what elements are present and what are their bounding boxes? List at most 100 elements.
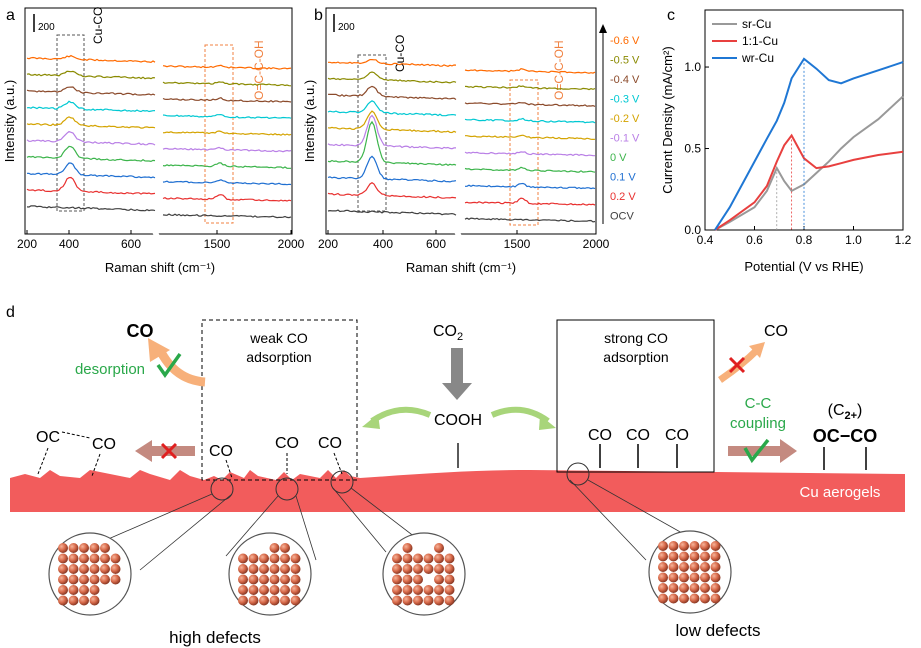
c-legend-label-1: 1:1-Cu (742, 34, 778, 48)
cu-atom (238, 585, 248, 595)
spectrum-left-1 (327, 71, 457, 84)
cooh-to-weak-arrowhead (362, 414, 380, 429)
spectrum-right-3 (162, 113, 292, 120)
weak-box-line2: adsorption (246, 349, 311, 365)
panel-c-ylabel: Current Density (mA/cm²) (660, 46, 675, 193)
right-desorption-arrowhead (749, 342, 765, 358)
panel-c: c Current Density (mA/cm²) Potential (V … (660, 7, 912, 274)
panel-a-axis-break (149, 226, 163, 242)
cu-atom (658, 583, 668, 593)
cu-atom (423, 595, 434, 606)
cu-atom (679, 551, 689, 562)
panel-b-spectra (327, 59, 596, 223)
xtick-label-2: 600 (121, 237, 141, 251)
cu-atom (100, 564, 110, 574)
spectrum-right-9 (464, 217, 596, 223)
xtick-label-4: 2000 (278, 237, 305, 251)
cu-atom (68, 564, 79, 574)
spectrum-left-0 (26, 54, 156, 64)
atom-insets (48, 530, 732, 616)
cu-atom (710, 583, 721, 593)
cu-atom (58, 585, 68, 595)
c-series-1 (714, 133, 904, 231)
panel-b-label: b (314, 7, 323, 24)
spectrum-right-0 (464, 68, 596, 74)
c-xtick-label-3: 1.0 (845, 233, 862, 247)
cu-atom (290, 574, 301, 585)
cu-atom (259, 553, 269, 564)
cu-atom (402, 553, 413, 564)
desorption-label: desorption (75, 361, 145, 378)
cu-atom (710, 562, 721, 572)
cooh-to-strong-arrowhead (539, 415, 556, 430)
potential-label-1: -0.5 V (610, 55, 640, 67)
cu-atom (392, 595, 402, 606)
spectrum-left-9 (327, 209, 457, 216)
cu-atom (238, 595, 248, 606)
panel-b-axis-break (451, 226, 465, 242)
cu-atom (248, 595, 259, 606)
spectrum-left-5 (26, 130, 156, 146)
xtick-label-2: 600 (426, 237, 446, 251)
cu-atom (444, 574, 455, 585)
panel-c-label: c (667, 7, 675, 24)
cu-atom (700, 562, 710, 572)
zoom-marker-1 (210, 477, 234, 501)
cu-atom (658, 562, 668, 572)
spectrum-right-0 (162, 64, 292, 70)
potential-label-3: -0.3 V (610, 94, 640, 106)
atom-inset-2 (382, 532, 466, 616)
spectrum-right-5 (162, 146, 292, 153)
aerogel-label: Cu aerogels (800, 484, 881, 501)
cu-atom (402, 585, 413, 595)
c-xtick-label-2: 0.8 (796, 233, 813, 247)
cu-atom (413, 595, 423, 606)
cu-atom (668, 593, 679, 604)
potential-label-8: 0.2 V (610, 191, 636, 203)
cu-atom (269, 564, 280, 574)
right-desorption-arrow (718, 347, 760, 383)
cu-atom (679, 583, 689, 593)
potential-labels: -0.6 V-0.5 V-0.4 V-0.3 V-0.2 V-0.1 V0 V0… (610, 35, 640, 223)
cu-atom (100, 574, 110, 585)
potential-label-2: -0.4 V (610, 74, 640, 86)
c-legend-label-0: sr-Cu (742, 17, 771, 31)
spectrum-left-6 (26, 145, 156, 163)
spectrum-right-7 (465, 182, 596, 190)
cu-atom (290, 585, 301, 595)
weak-adsorption-box (201, 319, 358, 481)
cu-atom (259, 595, 269, 606)
cu-atom (434, 553, 444, 564)
cu-atom (259, 585, 269, 595)
panel-b-band2-box (509, 79, 539, 226)
panel-d-label: d (6, 304, 15, 321)
cu-atom (413, 585, 423, 595)
cu-atom (100, 553, 110, 564)
panel-b-ylabel: Intensity (a.u.) (302, 80, 317, 162)
right-cross-icon (728, 356, 746, 374)
cu-atom (280, 564, 290, 574)
panel-a-band1-box (56, 34, 85, 212)
potential-label-9: OCV (610, 211, 635, 223)
desorption-arrow (155, 347, 206, 387)
strong-co-3: CO (665, 427, 689, 444)
cu-atom (68, 553, 79, 564)
cu-atom (290, 564, 301, 574)
cu-atom (110, 574, 121, 585)
spectrum-right-1 (464, 85, 596, 91)
c-legend-label-2: wr-Cu (741, 51, 774, 65)
xtick-label-0: 200 (318, 237, 338, 251)
weak-co-3: CO (318, 435, 342, 452)
cu-atom (58, 595, 68, 606)
panel-a: a 200 Intensity (a.u.) Raman shift (cm⁻¹… (2, 7, 305, 275)
panel-b-band2-label: O=C-C-OH (552, 40, 566, 100)
spectrum-right-5 (464, 151, 596, 157)
cu-atom (89, 574, 100, 585)
spectrum-left-4 (327, 110, 457, 134)
strong-co-2: CO (626, 427, 650, 444)
xtick-label-1: 400 (373, 237, 393, 251)
cu-atom (668, 572, 679, 583)
c-series-0 (714, 95, 904, 231)
